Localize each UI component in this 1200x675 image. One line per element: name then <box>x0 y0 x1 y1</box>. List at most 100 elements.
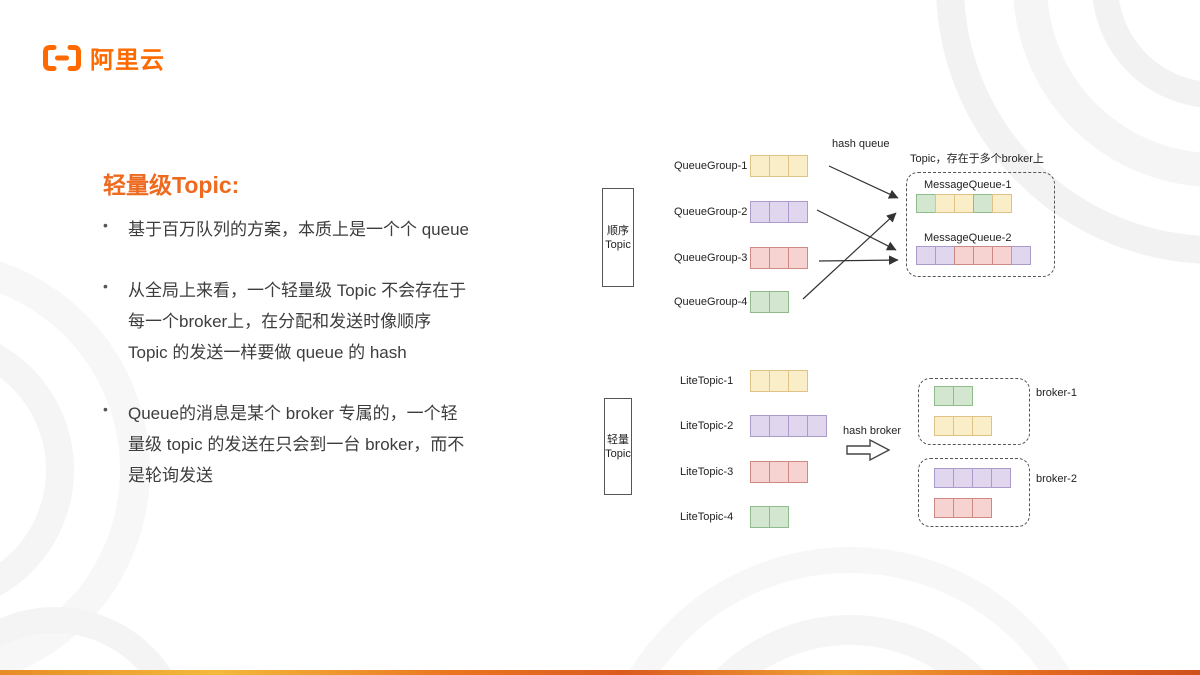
footer-accent-bar <box>0 670 1200 675</box>
queue-cell-red <box>954 246 974 265</box>
bullet-item: • 从全局上来看，一个轻量级 Topic 不会存在于 每一个broker上，在分配… <box>103 275 523 368</box>
queue-cells <box>750 155 808 177</box>
broker-box <box>918 378 1030 445</box>
message-queue-label: MessageQueue-2 <box>924 232 1012 244</box>
bullet-text: Queue的消息是某个 broker 专属的，一个轻 量级 topic 的发送在… <box>128 404 465 485</box>
queue-cell-green <box>934 386 954 406</box>
row-label: QueueGroup-1 <box>674 160 748 172</box>
queue-cells <box>934 468 1011 488</box>
queue-cell-green <box>769 291 789 313</box>
queue-cell-yellow <box>769 155 789 177</box>
queue-cell-yellow <box>788 370 808 392</box>
ordered-topic-side-label: 顺序 Topic <box>605 224 631 251</box>
queue-cell-yellow <box>769 370 789 392</box>
arrow-queuegroup3-to-mq2 <box>818 255 899 265</box>
queue-cell-red <box>788 247 808 269</box>
bullet-dot: • <box>103 278 108 294</box>
arrow-queuegroup4-to-mq1 <box>802 212 897 300</box>
queue-cell-purple <box>750 415 770 437</box>
queue-cell-purple <box>934 468 954 488</box>
queue-cells <box>934 416 992 436</box>
queue-cells <box>934 386 973 406</box>
queue-cell-red <box>788 461 808 483</box>
queue-cell-purple <box>750 201 770 223</box>
bullet-list: • 基于百万队列的方案，本质上是一个个 queue • 从全局上来看，一个轻量级 To… <box>103 214 523 521</box>
hash-broker-label: hash broker <box>843 425 902 437</box>
queue-cell-purple <box>916 246 936 265</box>
lite-topic-side-box: 轻量 Topic <box>604 398 632 495</box>
logo-text: 阿里云 <box>90 47 165 74</box>
queue-cell-yellow <box>934 416 954 436</box>
queue-cell-purple <box>769 415 789 437</box>
queue-cell-purple <box>991 468 1011 488</box>
row-label: QueueGroup-4 <box>674 296 748 308</box>
queue-cells <box>750 291 789 313</box>
queue-cells <box>934 498 992 518</box>
broker-label: broker-1 <box>1036 387 1077 399</box>
queue-cells <box>750 415 827 437</box>
broker-box <box>918 458 1030 527</box>
alibaba-cloud-logo: 阿里云 <box>42 40 165 75</box>
queue-cell-red <box>953 498 973 518</box>
queue-cell-purple <box>935 246 955 265</box>
queue-cells <box>750 247 808 269</box>
message-queue-label: MessageQueue-1 <box>924 179 1012 191</box>
bullet-text: 从全局上来看，一个轻量级 Topic 不会存在于 每一个broker上，在分配和… <box>128 281 467 362</box>
queue-cells <box>750 201 808 223</box>
queue-cell-yellow <box>992 194 1012 213</box>
queue-cell-green <box>916 194 936 213</box>
queue-cell-red <box>750 247 770 269</box>
queue-cell-yellow <box>750 370 770 392</box>
arrow-queuegroup1-to-mq1 <box>828 165 899 199</box>
row-label: QueueGroup-2 <box>674 206 748 218</box>
queue-cell-yellow <box>750 155 770 177</box>
bullet-item: • 基于百万队列的方案，本质上是一个个 queue <box>103 214 523 245</box>
queue-cell-purple <box>1011 246 1031 265</box>
queue-cell-purple <box>788 201 808 223</box>
queue-cells <box>750 461 808 483</box>
hash-broker-block-arrow <box>846 438 891 462</box>
page-title: 轻量级Topic: <box>103 172 240 198</box>
ordered-topic-side-box: 顺序 Topic <box>602 188 634 287</box>
row-label: LiteTopic-2 <box>680 420 734 432</box>
queue-cell-yellow <box>953 416 973 436</box>
queue-cell-green <box>973 194 993 213</box>
bullet-dot: • <box>103 401 108 417</box>
queue-cell-green <box>953 386 973 406</box>
queue-cell-red <box>750 461 770 483</box>
queue-cell-green <box>769 506 789 528</box>
lite-topic-side-label: 轻量 Topic <box>605 433 631 460</box>
queue-cell-green <box>750 291 770 313</box>
queue-cell-red <box>973 246 993 265</box>
row-label: LiteTopic-4 <box>680 511 734 523</box>
queue-cell-purple <box>788 415 808 437</box>
queue-cell-purple <box>953 468 973 488</box>
arrow-queuegroup2-to-mq2 <box>816 209 897 251</box>
queue-cells <box>916 194 1012 213</box>
queue-cells <box>750 370 808 392</box>
queue-cell-yellow <box>788 155 808 177</box>
queue-cells <box>916 246 1031 265</box>
queue-cells <box>750 506 789 528</box>
row-label: LiteTopic-3 <box>680 466 734 478</box>
hash-queue-label: hash queue <box>832 138 890 150</box>
queue-cell-purple <box>807 415 827 437</box>
queue-cell-red <box>934 498 954 518</box>
bullet-dot: • <box>103 217 108 233</box>
queue-cell-purple <box>972 468 992 488</box>
queue-cell-red <box>769 461 789 483</box>
queue-cell-purple <box>769 201 789 223</box>
broker-label: broker-2 <box>1036 473 1077 485</box>
queue-cell-yellow <box>935 194 955 213</box>
queue-cell-yellow <box>954 194 974 213</box>
queue-cell-red <box>769 247 789 269</box>
queue-cell-green <box>750 506 770 528</box>
alibaba-cloud-logo-icon <box>43 44 81 71</box>
bullet-text: 基于百万队列的方案，本质上是一个个 queue <box>128 220 469 239</box>
bullet-item: • Queue的消息是某个 broker 专属的，一个轻 量级 topic 的发送… <box>103 398 523 491</box>
topic-on-brokers-caption: Topic，存在于多个broker上 <box>910 153 1044 165</box>
